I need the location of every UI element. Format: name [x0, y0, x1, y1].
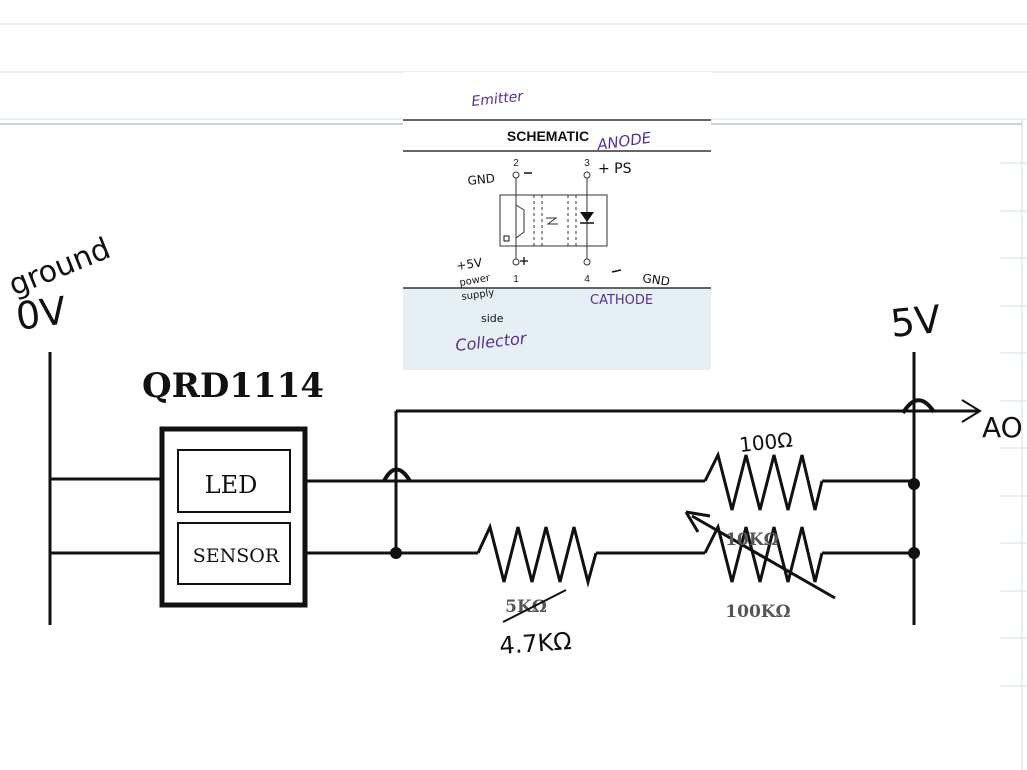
r-overlap-label: 10KΩ: [725, 530, 779, 550]
r-fixed-new-note: 4.7KΩ: [498, 627, 572, 660]
notebook-rule-ticks: [1000, 162, 1027, 687]
crossover-hop-left: [382, 467, 412, 483]
resistor-100ohm: [703, 450, 824, 511]
sensor-box: [177, 522, 291, 585]
chip-name: QRD1114: [142, 366, 324, 406]
qrd1114-chip: LED SENSOR: [159, 426, 308, 608]
resistor-5k: [476, 522, 598, 588]
gnd-top-note: GND: [467, 171, 496, 188]
five-volt-note: 5V: [888, 297, 943, 346]
plus5v-note: +5V: [455, 255, 483, 273]
inset-bottom-band: [403, 288, 711, 370]
cathode-note: CATHODE: [590, 293, 653, 308]
datasheet-schematic-inset: SCHEMATIC Emitter ANODE + PS GND 2 3 1 4: [403, 72, 711, 370]
pin-4-label: 4: [584, 274, 590, 285]
led-label: LED: [205, 471, 258, 499]
led-box: [177, 449, 291, 513]
supply-note: supply: [461, 287, 495, 302]
pot-wiper-arrow: [691, 514, 836, 600]
zero-volt-note: 0V: [13, 288, 69, 339]
emitter-note: Emitter: [471, 89, 525, 110]
ao-note: AO: [982, 411, 1023, 444]
r-top-note: 100Ω: [738, 428, 794, 457]
inset-led-diode-symbol: [580, 212, 594, 222]
pin-2-label: 2: [513, 158, 519, 169]
r-pot-label: 100KΩ: [725, 602, 790, 622]
gnd-bottom-note: GND: [642, 271, 671, 289]
schematic-header: SCHEMATIC: [507, 128, 589, 144]
power-note: power: [459, 273, 492, 289]
junction-dots: [390, 478, 920, 559]
pin-3-label: 3: [584, 158, 590, 169]
crossover-hop-right: [901, 398, 936, 415]
ps-note: + PS: [598, 161, 632, 177]
r-fixed-orig-label: 5KΩ: [505, 597, 547, 617]
resistor-100k-pot: [703, 522, 824, 583]
sensor-label: SENSOR: [193, 545, 280, 567]
strike-through: [502, 589, 567, 623]
pin-1-label: 1: [513, 274, 519, 285]
ao-arrow: [961, 399, 982, 423]
side-note: side: [481, 312, 504, 325]
